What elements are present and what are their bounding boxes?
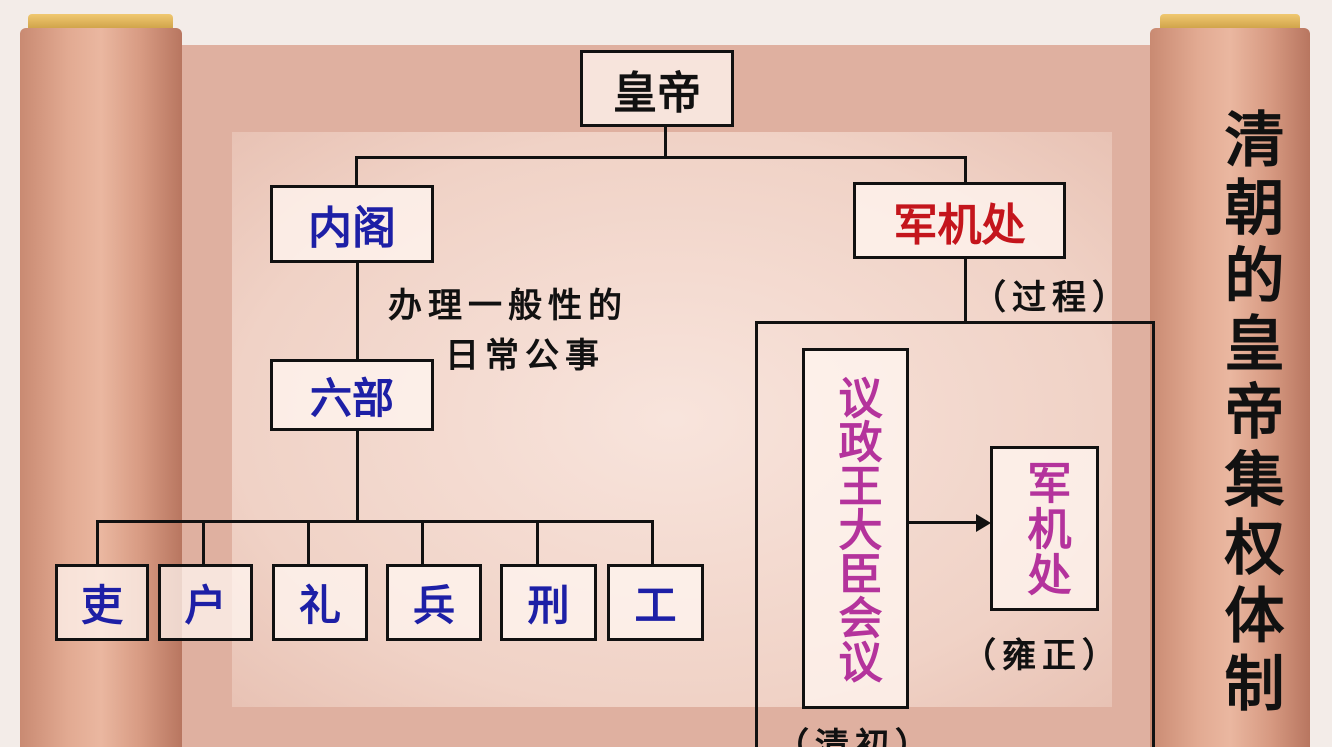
connector (96, 520, 654, 523)
connector (356, 262, 359, 360)
arrow-head-icon (976, 514, 991, 532)
process-label: （过程） (972, 278, 1132, 318)
ministry-box-war: 兵 (386, 564, 482, 641)
ministry-box-hu: 户 (158, 564, 253, 641)
connector (536, 520, 539, 566)
right-roller-cap (1160, 14, 1300, 32)
ministry-box-works: 工 (607, 564, 704, 641)
connector (307, 520, 310, 566)
ministry-box-rites: 礼 (272, 564, 368, 641)
diagram-title: 清朝的皇帝集权体制 (1214, 108, 1284, 720)
junjichu-top-box: 军机处 (853, 182, 1066, 259)
emperor-box: 皇帝 (580, 50, 734, 127)
liubu-box: 六部 (270, 359, 434, 431)
connector (651, 520, 654, 566)
junjichu-box: 军机处 (990, 446, 1099, 611)
ministry-box-justice: 刑 (500, 564, 597, 641)
connector (355, 156, 358, 186)
connector (356, 430, 359, 522)
neige-box: 内阁 (270, 185, 434, 263)
arrow-line (908, 521, 980, 524)
ministry-box-li: 吏 (55, 564, 149, 641)
yizheng-box: 议政王大臣会议 (802, 348, 909, 709)
neige-note-line1: 办理一般性的 (388, 286, 628, 326)
junjichu-era-label: （雍正） (962, 636, 1122, 676)
connector (664, 126, 667, 158)
connector (96, 520, 99, 566)
evolution-frame (755, 321, 1155, 747)
neige-note-line2: 日常公事 (445, 336, 605, 376)
connector (964, 156, 967, 183)
yizheng-era-label: （清初） (775, 726, 935, 747)
connector (421, 520, 424, 566)
connector (202, 520, 205, 566)
connector (355, 156, 967, 159)
right-roller (1150, 28, 1310, 747)
connector (964, 258, 967, 322)
left-roller-cap (28, 14, 173, 32)
